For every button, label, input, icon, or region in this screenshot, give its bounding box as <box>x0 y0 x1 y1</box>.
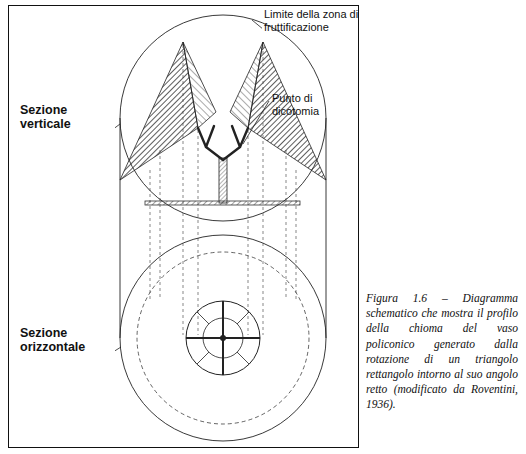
leader-line <box>243 101 269 144</box>
leader-line <box>115 347 121 351</box>
section-outline <box>120 15 326 441</box>
figure-frame <box>9 6 359 448</box>
ground-line <box>145 201 300 205</box>
dichotomy-label: Punto di dicotomia <box>272 92 340 117</box>
boundary-label: Limite della zona di fruttificazione <box>264 8 364 33</box>
horizontal-section <box>186 301 260 375</box>
leader-line <box>252 20 262 28</box>
trunk <box>219 158 227 203</box>
leader-line <box>115 124 120 128</box>
branches <box>198 126 248 160</box>
section-label: Sezione verticale <box>20 103 112 132</box>
section-label: Sezione orizzontale <box>20 326 112 355</box>
leader-lines <box>115 20 269 351</box>
figure-caption: Figura 1.6 – Diagramma schematico che mo… <box>366 291 518 412</box>
